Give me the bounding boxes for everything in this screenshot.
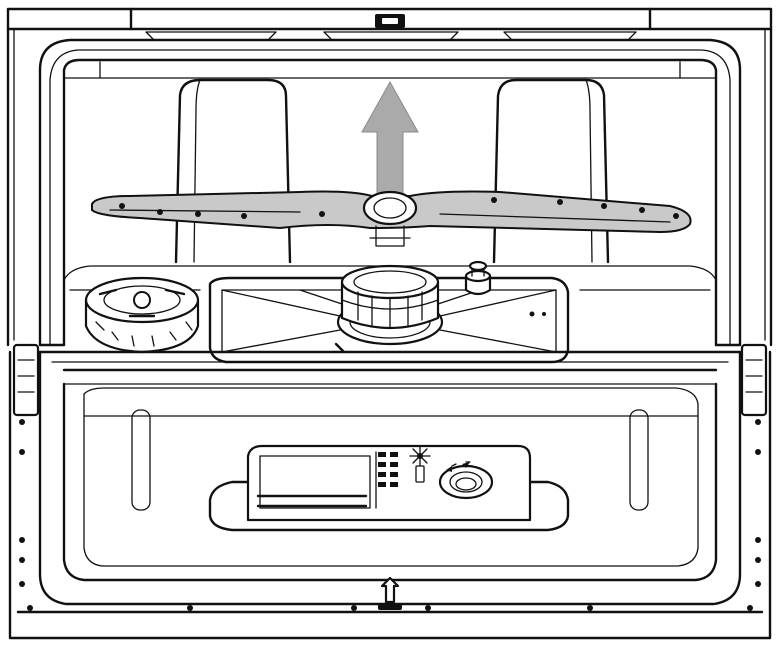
spray-arm (91, 190, 692, 247)
water-inlet-cap (464, 260, 492, 296)
door-ribs (131, 409, 649, 511)
up-arrow (361, 80, 419, 197)
left-hinge (12, 343, 66, 417)
rinse-aid-knob (438, 461, 494, 500)
door-screws (19, 419, 761, 611)
salt-reservoir-cap (84, 276, 200, 354)
detergent-dispenser (208, 444, 570, 532)
dispenser-vents (378, 452, 398, 487)
door-latch (378, 576, 402, 610)
door (8, 350, 772, 640)
tub-walls (38, 38, 742, 347)
right-hinge (714, 343, 768, 417)
top-latch (375, 14, 405, 28)
outer-frame (6, 7, 773, 347)
filter-assembly (334, 264, 444, 354)
rear-panels (174, 78, 610, 264)
rinse-aid-indicator-icon (409, 445, 431, 483)
